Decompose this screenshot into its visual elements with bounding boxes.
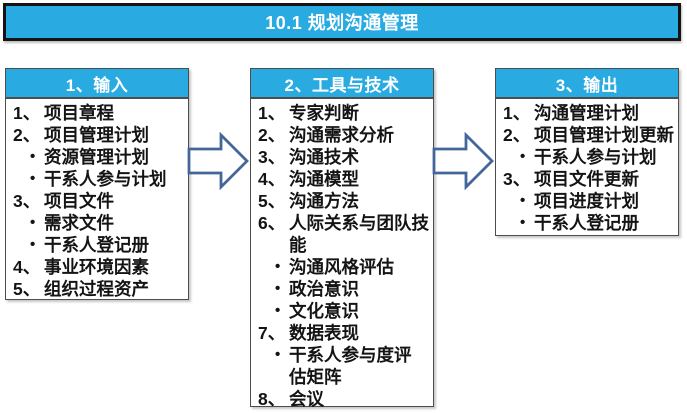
- outputs-header-label: 3、输出: [555, 75, 619, 95]
- bullet-icon: •: [520, 214, 526, 231]
- bullet-icon: •: [30, 236, 36, 253]
- right-arrow-icon: [432, 132, 494, 190]
- item-text: 数据表现: [289, 323, 359, 343]
- item-text: 干系人参与计划: [534, 147, 657, 167]
- item-number: 5、: [13, 279, 41, 299]
- item-number: 7、: [258, 323, 286, 343]
- item-text: 组织过程资产: [44, 279, 149, 299]
- item-number: 4、: [258, 169, 286, 189]
- list-item: 4、沟通模型: [258, 168, 429, 190]
- inputs-header: 1、输入: [6, 69, 188, 99]
- item-text: 会议: [289, 389, 324, 409]
- item-number: 3、: [13, 191, 41, 211]
- item-text: 事业环境因素: [44, 257, 149, 277]
- list-item: 3、沟通技术: [258, 146, 429, 168]
- item-text: 沟通技术: [289, 147, 359, 167]
- bullet-icon: •: [275, 346, 281, 363]
- list-item: 6、人际关系与团队技 能: [258, 212, 429, 256]
- item-text: 项目管理计划: [44, 125, 149, 145]
- item-number: 5、: [258, 191, 286, 211]
- list-item: • 干系人参与计划: [30, 168, 184, 190]
- bullet-icon: •: [30, 148, 36, 165]
- list-item: • 需求文件: [30, 212, 184, 234]
- list-item: • 干系人参与度评 估矩阵: [275, 344, 429, 388]
- item-text: 沟通风格评估: [289, 257, 394, 277]
- item-text: 政治意识: [289, 279, 359, 299]
- item-text: 干系人登记册: [534, 213, 639, 233]
- item-text: 干系人参与计划: [44, 169, 167, 189]
- item-text: 项目文件: [44, 191, 114, 211]
- list-item: 4、事业环境因素: [13, 256, 184, 278]
- bullet-icon: •: [30, 214, 36, 231]
- list-item: • 项目进度计划: [520, 190, 674, 212]
- item-number: 4、: [13, 257, 41, 277]
- bullet-icon: •: [520, 192, 526, 209]
- process-title-bar: 10.1 规划沟通管理: [3, 3, 681, 41]
- list-item: 1、专家判断: [258, 102, 429, 124]
- outputs-list: 1、沟通管理计划 2、项目管理计划更新 • 干系人参与计划 3、项目文件更新 • 项…: [496, 99, 678, 234]
- item-text: 项目章程: [44, 103, 114, 123]
- process-title: 10.1 规划沟通管理: [265, 13, 419, 33]
- item-text: 资源管理计划: [44, 147, 149, 167]
- list-item: 2、项目管理计划更新: [503, 124, 674, 146]
- tools-techniques-list: 1、专家判断 2、沟通需求分析 3、沟通技术 4、沟通模型 5、沟通方法 6、人…: [251, 99, 433, 410]
- item-text: 沟通管理计划: [534, 103, 639, 123]
- bullet-icon: •: [520, 148, 526, 165]
- inputs-header-label: 1、输入: [65, 75, 129, 95]
- item-number: 1、: [503, 103, 531, 123]
- list-item: • 干系人参与计划: [520, 146, 674, 168]
- list-item: 5、沟通方法: [258, 190, 429, 212]
- bullet-icon: •: [275, 302, 281, 319]
- list-item: 3、项目文件: [13, 190, 184, 212]
- outputs-box: 3、输出 1、沟通管理计划 2、项目管理计划更新 • 干系人参与计划 3、项目文件…: [495, 68, 679, 236]
- item-text: 专家判断: [289, 103, 359, 123]
- item-text: 沟通模型: [289, 169, 359, 189]
- list-item: • 资源管理计划: [30, 146, 184, 168]
- item-number: 3、: [258, 147, 286, 167]
- tools-techniques-header: 2、工具与技术: [251, 69, 433, 99]
- item-number: 2、: [13, 125, 41, 145]
- list-item: 1、项目章程: [13, 102, 184, 124]
- item-text: 沟通需求分析: [289, 125, 394, 145]
- item-number: 1、: [258, 103, 286, 123]
- list-item: • 干系人登记册: [520, 212, 674, 234]
- list-item: 8、会议: [258, 388, 429, 410]
- bullet-icon: •: [275, 280, 281, 297]
- item-text: 干系人登记册: [44, 235, 149, 255]
- item-text: 沟通方法: [289, 191, 359, 211]
- list-item: 1、沟通管理计划: [503, 102, 674, 124]
- list-item: • 沟通风格评估: [275, 256, 429, 278]
- bullet-icon: •: [30, 170, 36, 187]
- item-text: 文化意识: [289, 301, 359, 321]
- inputs-list: 1、项目章程 2、项目管理计划 •资源管理计划 •干系人参与计划 3、项目文件 …: [6, 99, 188, 300]
- item-number: 6、: [258, 213, 286, 233]
- item-text: 人际关系与团队技 能: [289, 213, 429, 255]
- list-item: 2、项目管理计划: [13, 124, 184, 146]
- item-number: 2、: [503, 125, 531, 145]
- inputs-box: 1、输入 1、项目章程 2、项目管理计划 • 资源管理计划 • 干系人参与计划 3、…: [5, 68, 189, 300]
- outputs-header: 3、输出: [496, 69, 678, 99]
- item-text: 需求文件: [44, 213, 114, 233]
- tools-techniques-header-label: 2、工具与技术: [284, 75, 400, 95]
- list-item: 2、沟通需求分析: [258, 124, 429, 146]
- list-item: • 政治意识: [275, 278, 429, 300]
- list-item: 5、组织过程资产: [13, 278, 184, 300]
- item-number: 2、: [258, 125, 286, 145]
- right-arrow-icon: [187, 132, 249, 190]
- tools-techniques-box: 2、工具与技术 1、专家判断 2、沟通需求分析 3、沟通技术 4、沟通模型 5、…: [250, 68, 434, 410]
- item-text: 干系人参与度评 估矩阵: [289, 345, 412, 387]
- item-number: 1、: [13, 103, 41, 123]
- item-number: 8、: [258, 389, 286, 409]
- item-text: 项目进度计划: [534, 191, 639, 211]
- list-item: 7、数据表现: [258, 322, 429, 344]
- item-text: 项目文件更新: [534, 169, 639, 189]
- bullet-icon: •: [275, 258, 281, 275]
- item-number: 3、: [503, 169, 531, 189]
- item-text: 项目管理计划更新: [534, 125, 674, 145]
- list-item: 3、项目文件更新: [503, 168, 674, 190]
- list-item: • 干系人登记册: [30, 234, 184, 256]
- list-item: • 文化意识: [275, 300, 429, 322]
